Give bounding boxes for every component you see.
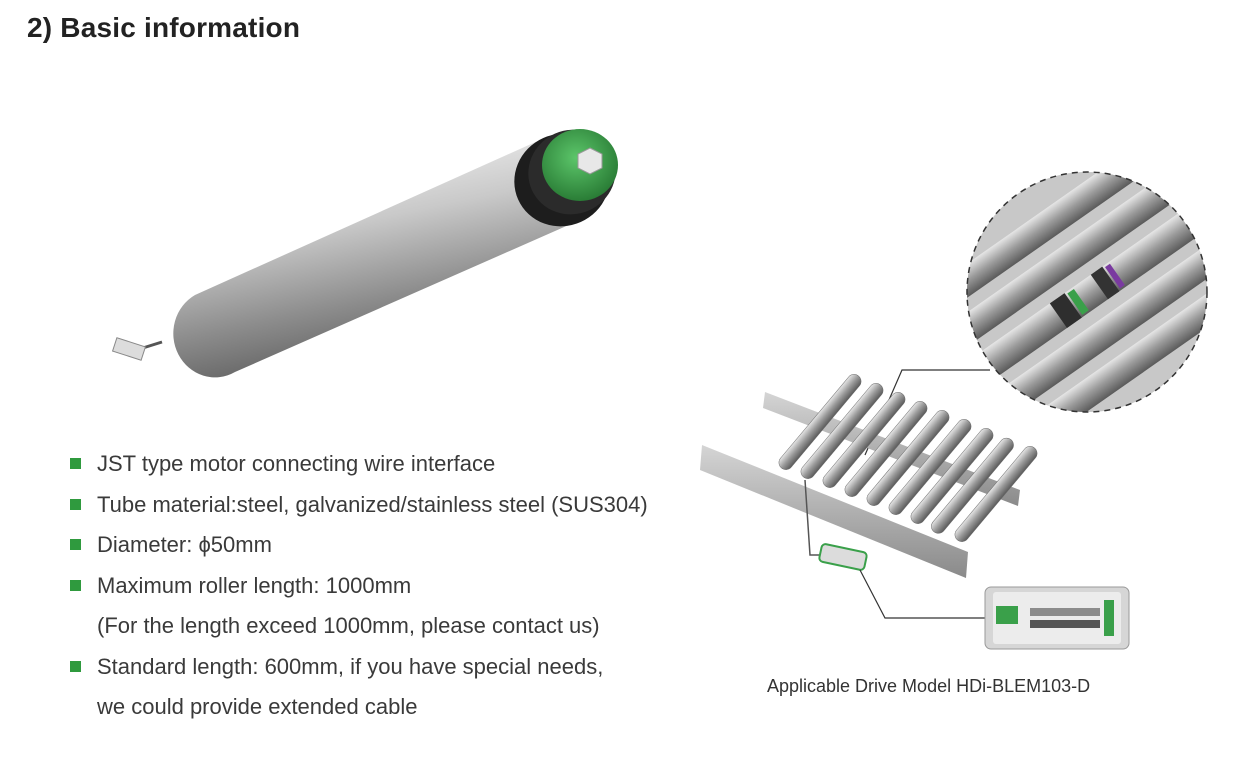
spec-item: Maximum roller length: 1000mm [70,566,648,607]
bullet-square-icon [70,498,81,510]
driver-board [984,586,1130,650]
spec-text: JST type motor connecting wire interface [97,451,496,476]
spec-item-continuation: we could provide extended cable [70,687,648,728]
spec-item-continuation: (For the length exceed 1000mm, please co… [70,606,648,647]
bullet-square-icon [70,539,81,550]
drive-model-caption: Applicable Drive Model HDi-BLEM103-D [767,676,1091,696]
spec-item: Tube material:steel, galvanized/stainles… [70,485,648,526]
spec-text: Tube material:steel, galvanized/stainles… [97,491,648,517]
spec-text: we could provide extended cable [97,694,418,719]
spec-item: Standard length: 600mm, if you have spec… [70,647,648,688]
spec-text: Standard length: 600mm, if you have spec… [97,653,604,679]
zoom-detail-circle [966,171,1208,413]
bullet-square-icon [70,579,81,591]
spec-text: Maximum roller length: 1000mm [97,572,412,598]
conveyor-application-image [700,171,1208,650]
spec-text: Diameter: ϕ50mm [97,532,272,557]
spec-list: JST type motor connecting wire interface… [70,444,648,728]
bullet-square-icon [70,458,81,469]
conveyor-frame [700,374,1038,578]
spec-text: (For the length exceed 1000mm, please co… [97,613,600,638]
spec-item: JST type motor connecting wire interface [70,444,648,485]
bullet-square-icon [70,660,81,672]
motorized-roller-image [111,129,618,378]
spec-item: Diameter: ϕ50mm [70,525,648,566]
section-title: 2) Basic information [27,12,301,43]
